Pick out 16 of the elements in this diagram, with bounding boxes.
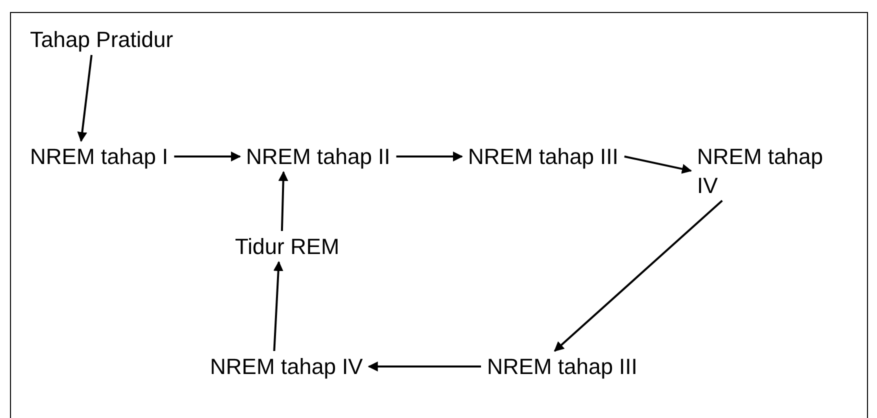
arrow: [273, 261, 284, 352]
stage-label: NREM tahap IV: [697, 143, 847, 200]
stage-label: Tidur REM: [235, 233, 370, 262]
arrow: [77, 54, 93, 142]
arrow: [554, 200, 723, 352]
arrow: [368, 362, 481, 372]
stage-label: NREM tahap III: [487, 353, 682, 382]
arrow: [278, 171, 288, 232]
arrow: [174, 152, 241, 162]
stage-label: NREM tahap III: [468, 143, 658, 172]
stage-label: Tahap Pratidur: [30, 26, 200, 55]
stage-label: NREM tahap II: [246, 143, 426, 172]
arrow: [624, 156, 692, 174]
arrow: [396, 152, 463, 162]
stage-label: NREM tahap IV: [210, 353, 405, 382]
stage-label: NREM tahap I: [30, 143, 230, 172]
